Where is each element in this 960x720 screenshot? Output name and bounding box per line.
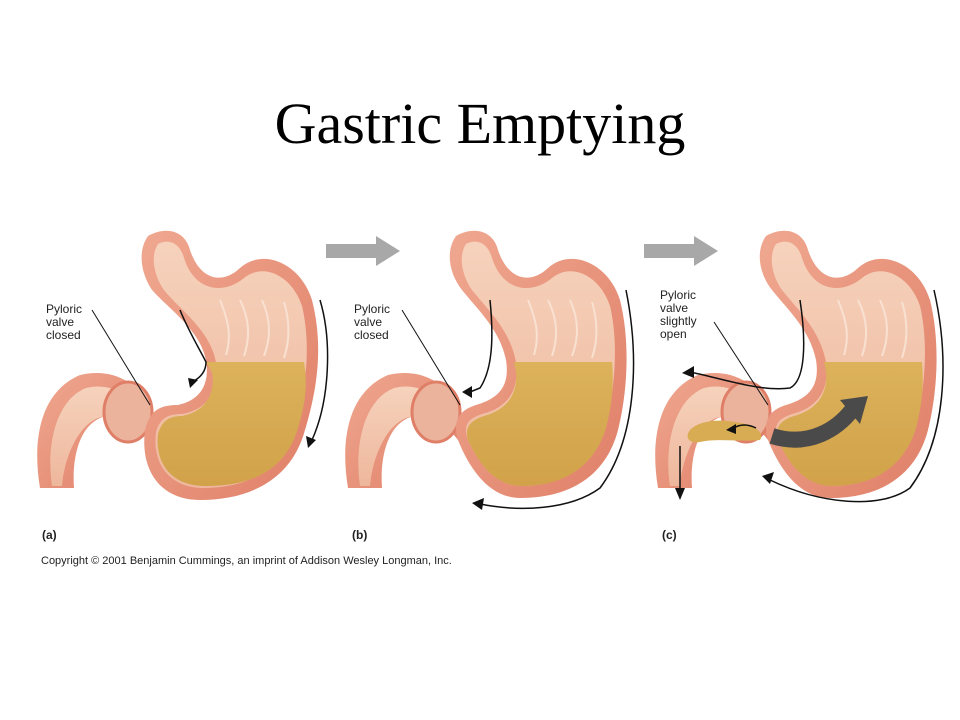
step-arrow-2 — [644, 236, 718, 266]
panel-letter-c: (c) — [662, 528, 677, 542]
stomach-illustration-b — [345, 230, 635, 510]
slide-title: Gastric Emptying — [274, 91, 686, 156]
pyloric-valve-label-c: Pyloric valve slightly open — [660, 288, 697, 341]
panel-letter-a: (a) — [42, 528, 57, 542]
copyright-notice: Copyright © 2001 Benjamin Cummings, an i… — [41, 555, 452, 567]
panel-letter-b: (b) — [352, 528, 368, 542]
pyloric-valve-label-a: Pyloric valve closed — [46, 302, 83, 342]
pyloric-valve-label-b: Pyloric valve closed — [354, 302, 391, 342]
stomach-illustration-a — [37, 230, 329, 500]
step-arrow-1 — [326, 236, 400, 266]
stomach-illustration-c — [655, 230, 944, 503]
